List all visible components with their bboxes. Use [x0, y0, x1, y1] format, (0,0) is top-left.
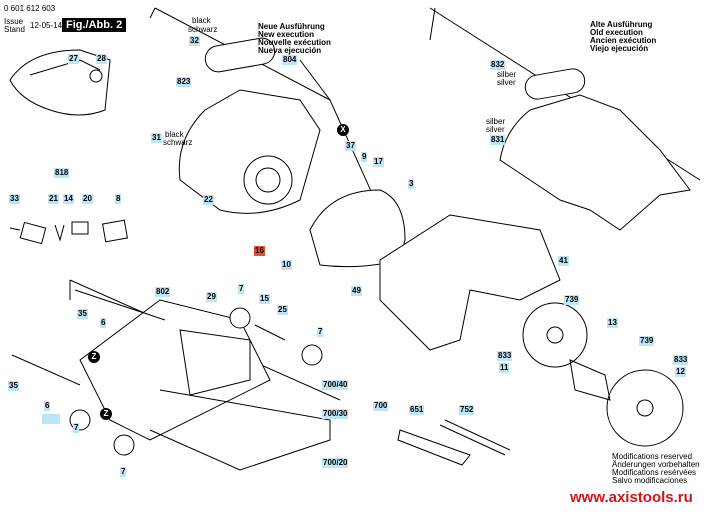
note-es: Salvo modificaciones: [612, 476, 688, 485]
color-note: silver: [486, 125, 505, 134]
part-label[interactable]: 35: [8, 381, 19, 391]
blank-label: [42, 414, 60, 424]
color-note: schwarz: [163, 138, 193, 147]
marker-x: X: [337, 124, 349, 136]
part-label[interactable]: 832: [490, 60, 506, 70]
part-label[interactable]: 29: [206, 292, 217, 302]
part-label[interactable]: 20: [82, 194, 93, 204]
part-label[interactable]: 833: [497, 351, 513, 361]
old-exec-fr: Ancien exécution: [590, 36, 657, 45]
part-label[interactable]: 9: [361, 152, 368, 162]
part-label[interactable]: 49: [351, 286, 362, 296]
part-label[interactable]: 7: [120, 467, 127, 477]
part-label[interactable]: 27: [68, 54, 79, 64]
old-exec-es: Viejo ejecución: [590, 44, 649, 53]
part-label[interactable]: 700/30: [322, 409, 349, 419]
part-label[interactable]: 6: [100, 318, 107, 328]
part-label[interactable]: 11: [499, 363, 510, 373]
part-label[interactable]: 7: [238, 284, 245, 294]
part-label[interactable]: 22: [203, 195, 214, 205]
color-note: silber: [486, 117, 506, 126]
part-label[interactable]: 35: [77, 309, 88, 319]
part-label[interactable]: 700: [373, 401, 389, 411]
old-exec-de: Alte Ausführung: [590, 20, 653, 29]
part-label[interactable]: 7: [73, 423, 80, 433]
part-label[interactable]: 831: [490, 135, 506, 145]
new-exec-es: Nueva ejecución: [258, 46, 322, 55]
part-label[interactable]: 804: [282, 55, 298, 65]
part-label-highlighted[interactable]: 16: [254, 246, 265, 256]
new-exec-fr: Nouvelle exécution: [258, 38, 331, 47]
part-label[interactable]: 32: [189, 36, 200, 46]
color-note: silber: [497, 70, 517, 79]
old-exec-en: Old execution: [590, 28, 643, 37]
part-label[interactable]: 823: [176, 77, 192, 87]
part-label[interactable]: 833: [673, 355, 689, 365]
color-note: black: [165, 130, 184, 139]
part-label[interactable]: 33: [9, 194, 20, 204]
issue-date: 12-05-14: [30, 21, 63, 30]
color-note: schwarz: [188, 25, 218, 34]
part-label[interactable]: 6: [44, 401, 51, 411]
figure-label: Fig./Abb. 2: [62, 18, 127, 32]
part-label[interactable]: 12: [675, 367, 686, 377]
note-en: Modifications reserved: [612, 452, 693, 461]
stand-label: Stand: [4, 25, 25, 34]
part-label[interactable]: 739: [564, 295, 580, 305]
new-exec-de: Neue Ausführung: [258, 22, 325, 31]
part-label[interactable]: 37: [345, 141, 356, 151]
part-label[interactable]: 31: [151, 133, 162, 143]
note-de: Änderungen vorbehalten: [612, 460, 700, 469]
part-label[interactable]: 10: [281, 260, 292, 270]
part-label[interactable]: 17: [373, 157, 384, 167]
new-exec-en: New execution: [258, 30, 315, 39]
part-label[interactable]: 15: [259, 294, 270, 304]
part-label[interactable]: 752: [459, 405, 475, 415]
part-label[interactable]: 700/20: [322, 458, 349, 468]
marker-z: Z: [100, 408, 112, 420]
part-label[interactable]: 41: [558, 256, 569, 266]
part-number: 0 601 612 603: [4, 4, 56, 13]
part-label[interactable]: 21: [48, 194, 59, 204]
website-link[interactable]: www.axistools.ru: [570, 489, 693, 506]
part-label[interactable]: 13: [607, 318, 618, 328]
color-note: black: [192, 16, 211, 25]
note-fr: Modifications resérvées: [612, 468, 697, 477]
part-label[interactable]: 25: [277, 305, 288, 315]
marker-z: Z: [88, 351, 100, 363]
part-label[interactable]: 818: [54, 168, 70, 178]
issue-label: Issue: [4, 17, 24, 26]
part-label[interactable]: 8: [115, 194, 122, 204]
part-label[interactable]: 3: [408, 179, 415, 189]
part-label[interactable]: 14: [63, 194, 74, 204]
part-label[interactable]: 7: [317, 327, 324, 337]
part-label[interactable]: 28: [96, 54, 107, 64]
part-label[interactable]: 802: [155, 287, 171, 297]
part-label[interactable]: 700/40: [322, 380, 349, 390]
color-note: silver: [497, 78, 516, 87]
part-label[interactable]: 651: [409, 405, 425, 415]
part-label[interactable]: 739: [639, 336, 655, 346]
